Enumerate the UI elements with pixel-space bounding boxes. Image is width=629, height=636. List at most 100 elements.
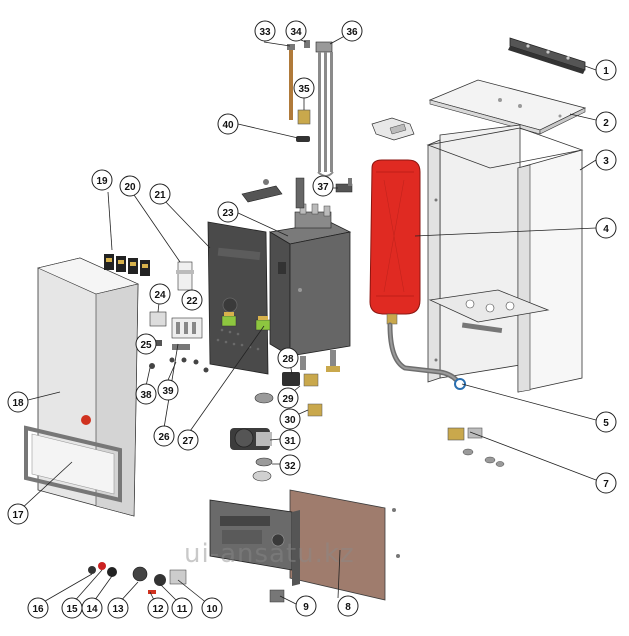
callout-37: 37 xyxy=(312,175,334,197)
probe-clip xyxy=(335,178,353,193)
brass-plug xyxy=(297,109,311,125)
callout-1: 1 xyxy=(595,59,617,81)
callout-28: 28 xyxy=(277,347,299,369)
svg-text:11: 11 xyxy=(177,604,188,615)
svg-text:18: 18 xyxy=(12,398,24,409)
callout-30: 30 xyxy=(279,408,301,430)
svg-text:9: 9 xyxy=(303,602,309,613)
control-plate xyxy=(209,489,400,601)
svg-text:33: 33 xyxy=(259,27,271,38)
callout-18: 18 xyxy=(7,391,29,413)
switch-terminal-group xyxy=(149,311,203,350)
tank-bracket xyxy=(371,117,415,141)
contactor-block xyxy=(104,254,150,276)
svg-text:25: 25 xyxy=(140,340,152,351)
callout-31: 31 xyxy=(279,429,301,451)
callout-20: 20 xyxy=(119,175,141,197)
callout-32: 32 xyxy=(279,454,301,476)
svg-text:37: 37 xyxy=(317,182,329,193)
callout-8: 8 xyxy=(337,595,359,617)
svg-text:35: 35 xyxy=(298,84,310,95)
fittings-set xyxy=(447,427,505,467)
svg-text:19: 19 xyxy=(96,176,108,187)
svg-text:36: 36 xyxy=(346,27,358,38)
callout-10: 10 xyxy=(201,597,223,619)
svg-text:21: 21 xyxy=(154,190,166,201)
svg-text:2: 2 xyxy=(603,118,609,129)
callout-12: 12 xyxy=(147,597,169,619)
callout-11: 11 xyxy=(171,597,193,619)
callout-21: 21 xyxy=(149,183,171,205)
svg-text:15: 15 xyxy=(66,604,78,615)
callout-23: 23 xyxy=(217,201,239,223)
callout-34: 34 xyxy=(285,20,307,42)
callout-19: 19 xyxy=(91,169,113,191)
svg-text:22: 22 xyxy=(186,296,198,307)
flexible-pipe xyxy=(387,322,466,390)
callout-25: 25 xyxy=(135,333,157,355)
callout-17: 17 xyxy=(7,503,29,525)
callout-13: 13 xyxy=(107,597,129,619)
top-clamp-plate xyxy=(241,179,283,203)
expansion-tank xyxy=(369,159,421,325)
svg-text:39: 39 xyxy=(162,386,174,397)
callout-2: 2 xyxy=(595,111,617,133)
svg-text:27: 27 xyxy=(182,436,194,447)
callout-33: 33 xyxy=(254,20,276,42)
leader-lines xyxy=(19,31,597,605)
svg-text:29: 29 xyxy=(282,394,294,405)
svg-text:30: 30 xyxy=(284,415,296,426)
callout-24: 24 xyxy=(149,283,171,305)
svg-text:31: 31 xyxy=(284,436,296,447)
small-screw xyxy=(304,40,310,48)
svg-text:8: 8 xyxy=(345,602,351,613)
callout-26: 26 xyxy=(153,425,175,447)
main-frame xyxy=(426,124,584,393)
sensor-rod xyxy=(287,44,295,120)
svg-text:16: 16 xyxy=(32,604,44,615)
callout-27: 27 xyxy=(177,429,199,451)
svg-text:13: 13 xyxy=(112,604,124,615)
mounting-back-panel xyxy=(207,221,271,375)
svg-text:32: 32 xyxy=(284,461,296,472)
heating-element xyxy=(315,41,334,177)
callout-29: 29 xyxy=(277,387,299,409)
svg-text:10: 10 xyxy=(206,604,218,615)
screw-set xyxy=(149,357,209,373)
callout-14: 14 xyxy=(81,597,103,619)
svg-text:12: 12 xyxy=(152,604,164,615)
callout-5: 5 xyxy=(595,411,617,433)
callout-35: 35 xyxy=(293,77,315,99)
svg-text:5: 5 xyxy=(603,418,609,429)
svg-text:26: 26 xyxy=(158,432,170,443)
watermark-text: ui-ansatu.kz xyxy=(184,539,355,569)
mounting-bracket xyxy=(508,37,586,74)
svg-text:34: 34 xyxy=(290,27,302,38)
callouts: 1 2 3 4 5 7 8 9 10 11 12 13 14 15 16 17 … xyxy=(7,20,617,619)
svg-text:23: 23 xyxy=(222,208,234,219)
svg-text:3: 3 xyxy=(603,156,609,167)
heat-exchanger-body xyxy=(268,177,352,372)
svg-text:40: 40 xyxy=(222,120,234,131)
callout-40: 40 xyxy=(217,113,239,135)
svg-text:20: 20 xyxy=(124,182,136,193)
svg-text:1: 1 xyxy=(603,66,609,77)
callout-39: 39 xyxy=(157,379,179,401)
knob-parts xyxy=(88,562,285,603)
svg-text:28: 28 xyxy=(282,354,294,365)
svg-text:38: 38 xyxy=(140,390,152,401)
top-lid xyxy=(428,79,587,135)
pump-assembly xyxy=(230,372,323,482)
svg-text:7: 7 xyxy=(603,479,609,490)
relay-module xyxy=(176,261,194,291)
svg-text:17: 17 xyxy=(12,510,24,521)
callout-38: 38 xyxy=(135,383,157,405)
callout-16: 16 xyxy=(27,597,49,619)
svg-text:4: 4 xyxy=(603,224,609,235)
callout-4: 4 xyxy=(595,217,617,239)
callout-7: 7 xyxy=(595,472,617,494)
callout-22: 22 xyxy=(181,289,203,311)
callout-36: 36 xyxy=(341,20,363,42)
front-cover xyxy=(24,257,139,517)
